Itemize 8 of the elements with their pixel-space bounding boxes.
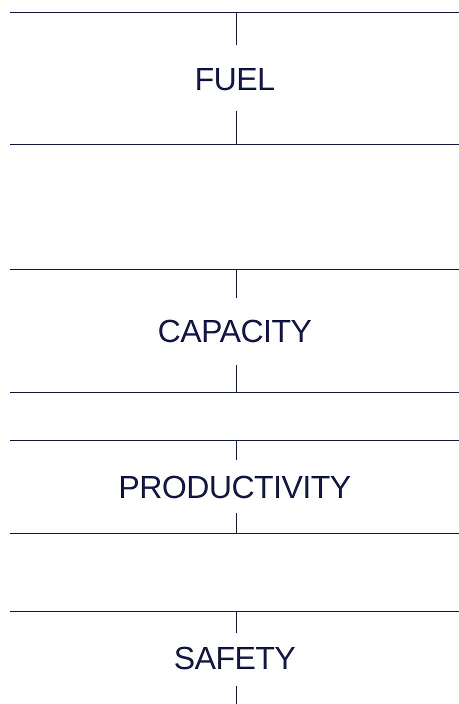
category-band [10, 269, 459, 393]
category-label: CAPACITY [156, 312, 312, 350]
category-band [10, 440, 459, 534]
category-band [10, 611, 459, 704]
category-band [10, 12, 459, 145]
category-label: SAFETY [172, 638, 296, 676]
category-label: FUEL [194, 60, 276, 98]
category-label: PRODUCTIVITY [117, 468, 352, 506]
